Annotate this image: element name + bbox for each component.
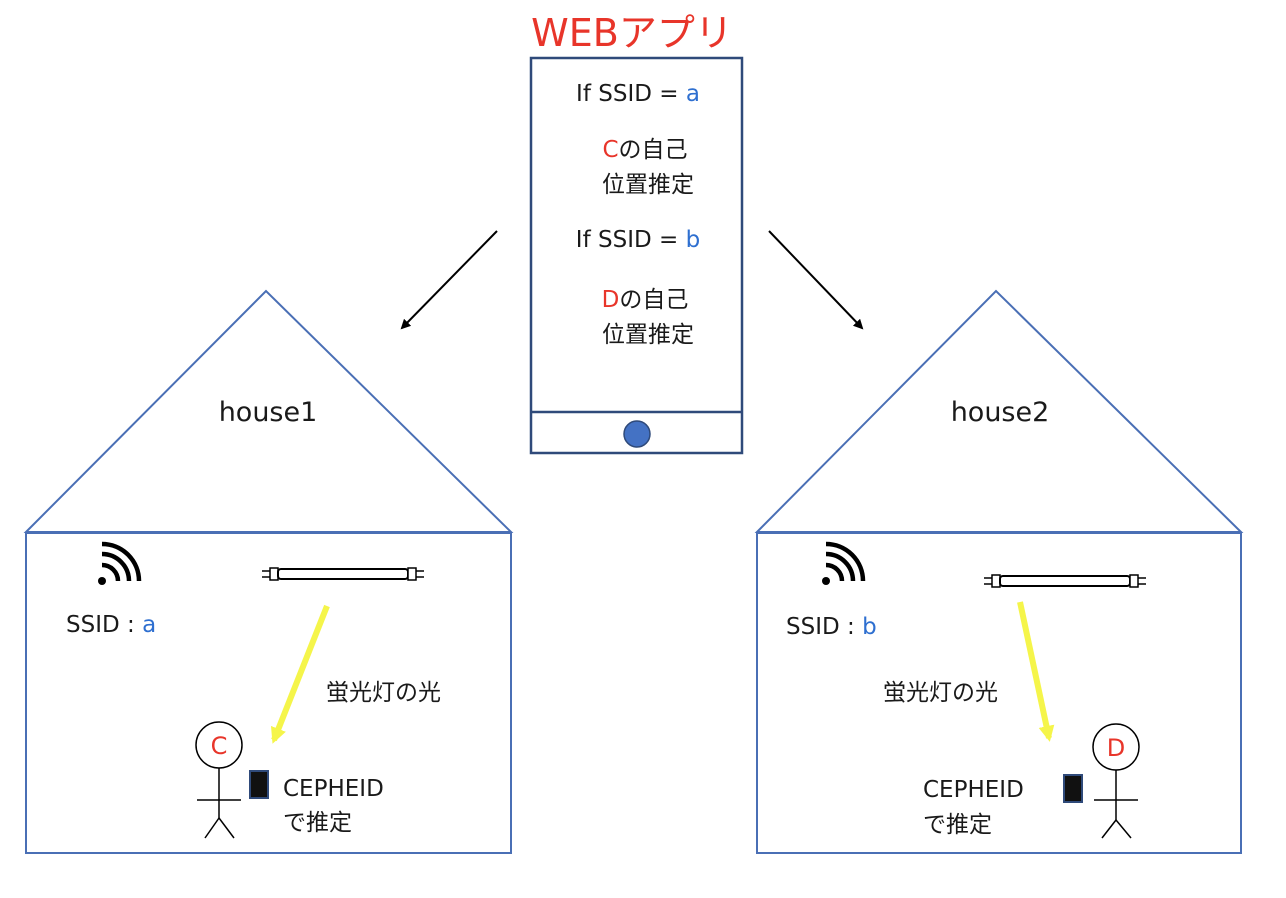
arrow-to-house2 — [768, 230, 864, 330]
action2-user: D — [602, 287, 620, 313]
web-app-title: WEBアプリ — [531, 11, 733, 55]
rule2-prefix: If SSID = — [576, 227, 686, 253]
wifi-icon — [822, 541, 866, 585]
house2-person-label: D — [1107, 734, 1125, 762]
house1-person-label: C — [211, 732, 228, 760]
house1-ssid-prefix: SSID : — [66, 612, 142, 638]
arrow-to-house1 — [400, 230, 498, 330]
house2-device-line2: で推定 — [923, 812, 992, 838]
house2-body — [756, 532, 1242, 854]
house1-light-label: 蛍光灯の光 — [326, 680, 441, 706]
house2-light-label: 蛍光灯の光 — [883, 680, 998, 706]
action1-line1: Cの自己 — [602, 137, 687, 163]
phone-home-button[interactable] — [623, 420, 651, 448]
house2-ssid-prefix: SSID : — [786, 614, 862, 640]
action2-line1: Dの自己 — [602, 287, 689, 313]
action2-line1-rest: の自己 — [619, 287, 688, 313]
house2-light-beam — [1017, 601, 1055, 742]
house2-ssid-value: b — [862, 614, 877, 640]
house2-group: house2 SSID : b 蛍光灯の光 — [754, 289, 1244, 854]
phone-frame — [529, 56, 744, 455]
house2-ssid: SSID : b — [786, 614, 877, 640]
house2-device-line1: CEPHEID — [923, 777, 1024, 803]
house1-device-line1: CEPHEID — [283, 776, 384, 802]
smartphone-icon — [1063, 774, 1083, 803]
rule2-text: If SSID = b — [576, 227, 700, 253]
house2-label: house2 — [951, 397, 1050, 428]
action1-user: C — [602, 137, 618, 163]
house1-light-beam — [270, 604, 330, 744]
house1-body — [25, 532, 512, 854]
wifi-icon — [98, 541, 142, 585]
house1-ssid: SSID : a — [66, 612, 156, 638]
smartphone-icon — [249, 770, 269, 799]
action1-line1-rest: の自己 — [619, 137, 688, 163]
stick-person-icon — [1092, 723, 1140, 839]
house1-device-line2: で推定 — [283, 810, 352, 836]
fluorescent-lamp-icon — [262, 567, 424, 581]
web-app-group: WEBアプリ If SSID = a Cの自己 位置推定 If SSID = b… — [529, 11, 744, 455]
action2-line2: 位置推定 — [602, 322, 694, 348]
house1-group: house1 SSID : a 蛍光灯の光 — [23, 289, 514, 854]
rule1-prefix: If SSID = — [576, 81, 686, 107]
rule1-text: If SSID = a — [576, 81, 700, 107]
house1-label: house1 — [219, 397, 318, 428]
stick-person-icon — [195, 721, 243, 839]
action1-line2: 位置推定 — [602, 172, 694, 198]
rule1-ssid: a — [686, 81, 700, 107]
fluorescent-lamp-icon — [984, 574, 1146, 588]
house1-ssid-value: a — [142, 612, 156, 638]
rule2-ssid: b — [686, 227, 701, 253]
